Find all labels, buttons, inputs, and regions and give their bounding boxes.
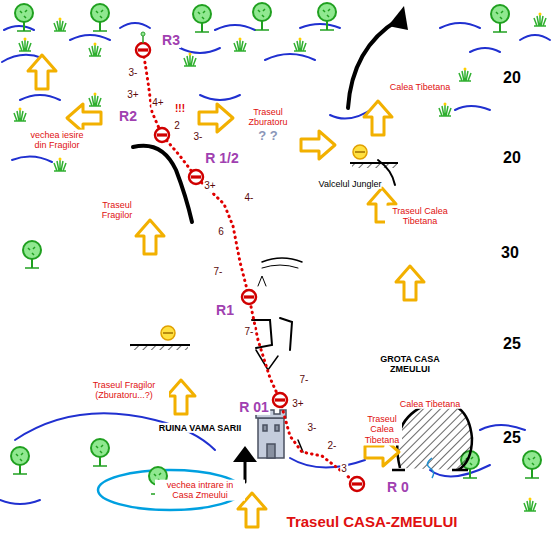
belay-label: R 1/2 <box>204 150 239 166</box>
belay-label: R 0 <box>386 479 410 495</box>
grade-label: 3- <box>307 422 318 434</box>
grade-label: 3 <box>340 463 348 475</box>
route-name: Traseul Fragilor (Zburatoru...?) <box>79 380 169 401</box>
grade-label: 3- <box>193 131 204 143</box>
grade-label: 4- <box>244 192 255 204</box>
route-name: vechea iesire din Fragilor <box>26 130 88 151</box>
warning-mark: !!! <box>175 103 185 115</box>
place-name: Valcelul Jungler <box>319 179 382 189</box>
belay-markers <box>136 32 364 491</box>
route-name: Traseul Calea Tibetana <box>362 414 402 445</box>
belay-label: R2 <box>118 108 138 124</box>
height-number: 25 <box>503 335 521 353</box>
grade-label: 3+ <box>291 398 304 410</box>
belay-label: R1 <box>215 302 235 318</box>
height-number: 30 <box>501 244 519 262</box>
route-name: Traseul Fragilor <box>92 200 142 221</box>
grade-label: 3+ <box>203 180 216 192</box>
place-name: GROTA CASA ZMEULUI <box>377 354 443 375</box>
grade-label: 2- <box>327 440 338 452</box>
trail-arrowhead <box>388 6 408 30</box>
route-name: Calea Tibetana <box>390 82 451 92</box>
grade-label: 2 <box>173 120 181 132</box>
ruin-tower <box>256 410 286 458</box>
climbing-route <box>143 50 357 484</box>
vegetation <box>11 3 546 511</box>
route-name: Traseul Zburatoru <box>238 107 298 128</box>
grotto <box>392 403 472 478</box>
trail-arrowhead <box>233 446 257 462</box>
route-name: vechea intrare in Casa Zmeului <box>155 480 245 501</box>
belay-label: R3 <box>161 32 181 48</box>
grade-label: 6 <box>217 226 225 238</box>
contour-lines <box>0 23 550 520</box>
route-name: Traseul Calea Tibetana <box>385 206 455 227</box>
rock-lines <box>133 20 398 482</box>
grade-label: 3- <box>128 67 139 79</box>
grade-label: 7- <box>213 266 224 278</box>
grade-label: 7- <box>244 326 255 338</box>
height-number: 20 <box>503 149 521 167</box>
route-name: Calea Tibetana <box>400 399 461 409</box>
question-mark: ? ? <box>258 129 278 144</box>
map-caption: Traseul CASA-ZMEULUI <box>287 513 458 530</box>
grade-label: 7- <box>299 374 310 386</box>
height-number: 20 <box>503 69 521 87</box>
height-number: 25 <box>503 429 521 447</box>
grade-label: 3+ <box>126 89 139 101</box>
grade-label: 4+ <box>151 97 164 109</box>
ledges <box>130 145 398 350</box>
place-name: RUINA VAMA SARII <box>159 423 242 433</box>
route-arrows <box>28 55 424 527</box>
belay-label: R 01 <box>238 399 270 415</box>
